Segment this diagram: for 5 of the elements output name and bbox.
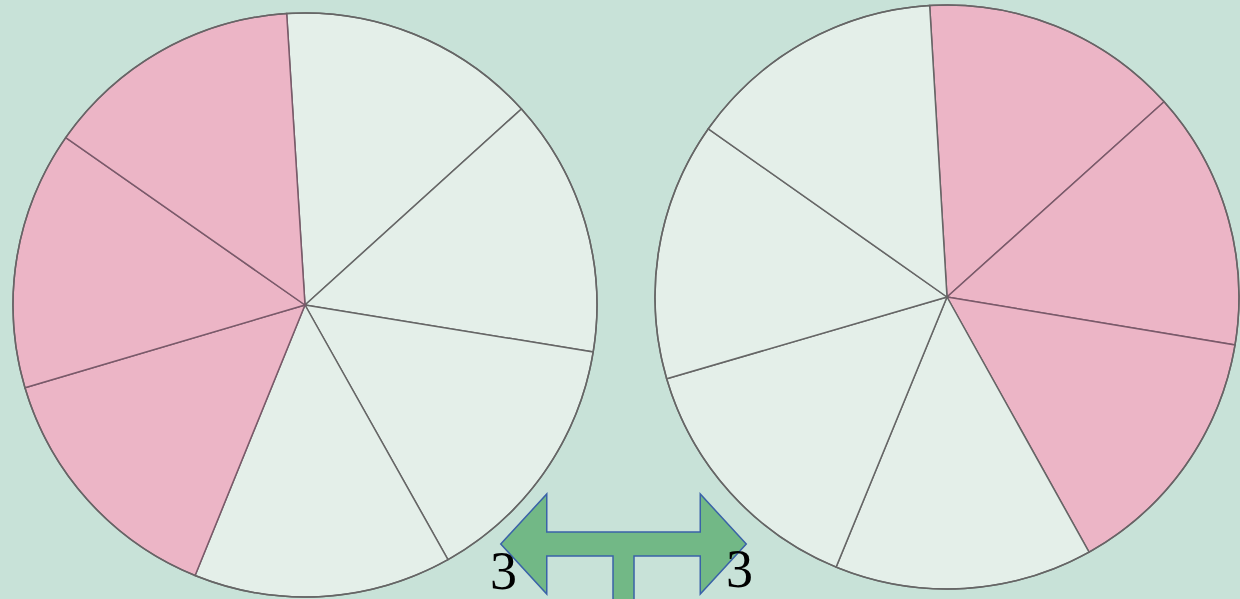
fraction-circle — [655, 5, 1239, 589]
count-number: 3 — [490, 544, 517, 598]
count-number: 3 — [726, 542, 753, 596]
fraction-circle — [13, 13, 597, 597]
double-arrow — [499, 492, 748, 599]
